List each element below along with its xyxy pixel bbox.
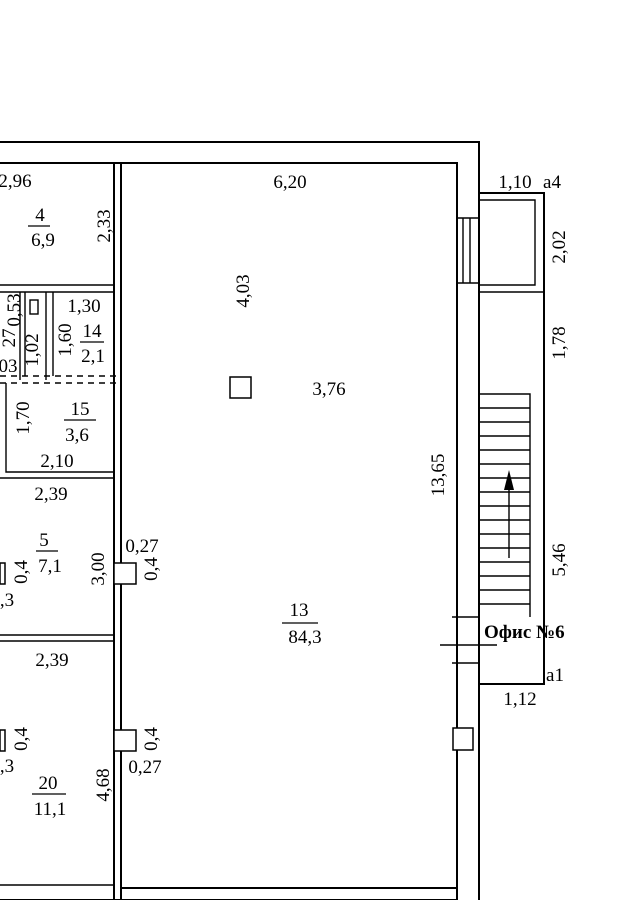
dim-label: 0,4: [11, 560, 32, 584]
dim-label: 0,53: [4, 293, 25, 326]
dim-label: 2,02: [549, 230, 570, 263]
dim-label: 5,46: [549, 543, 570, 576]
columns: [0, 376, 474, 752]
room-area: 7,1: [38, 556, 62, 577]
room-area: 84,3: [288, 627, 321, 648]
room-number: 20: [39, 773, 58, 794]
dim-label: 0,4: [141, 727, 162, 751]
room-area: 11,1: [34, 799, 67, 820]
dim-label: 3,00: [88, 552, 109, 585]
dim-label: ,3: [0, 590, 14, 611]
stair-annex: [440, 192, 545, 685]
room-20: 20 11,1: [32, 773, 66, 820]
dim-label: 2,39: [34, 484, 67, 505]
dim-label: 0,27: [128, 757, 161, 778]
room-14: 14 2,1: [80, 321, 105, 367]
dim-label: 1,78: [549, 326, 570, 359]
room-number: 13: [290, 600, 309, 621]
dim-label: a4: [543, 172, 561, 193]
dim-label: 2,10: [40, 451, 73, 472]
office-label: Офис №6: [484, 622, 565, 643]
dim-label: 2,96: [0, 171, 32, 192]
room-area: 3,6: [65, 425, 89, 446]
dim-label: 4,68: [93, 768, 114, 801]
room-number: 14: [83, 321, 103, 342]
dim-label: 2,39: [35, 650, 68, 671]
room-15: 15 3,6: [64, 399, 96, 446]
room-number: 15: [71, 399, 90, 420]
dimensions-horizontal: 2,96 6,20 1,10 a4 1,30 03 3,76 2,10 2,39…: [0, 171, 564, 778]
dim-label: 1,70: [13, 401, 34, 434]
dim-label: a1: [546, 665, 564, 686]
room-number: 5: [39, 530, 49, 551]
dim-label: 1,10: [498, 172, 531, 193]
room-area: 2,1: [81, 346, 105, 367]
outer-walls: [0, 141, 480, 900]
room-number: 4: [35, 205, 45, 226]
dim-label: 4,03: [233, 274, 254, 307]
dim-label: ,3: [0, 756, 14, 777]
room-5: 5 7,1: [36, 530, 62, 577]
dim-label: 03: [0, 356, 18, 377]
stair-arrow-head: [504, 470, 514, 490]
dim-label: 0,4: [141, 557, 162, 581]
dim-label: 0,4: [11, 727, 32, 751]
room-area: 6,9: [31, 230, 55, 251]
dimensions-vertical: 2,33 4,03 2,02 0,53 27 1,02 1,60 1,78 1,…: [0, 209, 570, 801]
dim-label: 3,76: [312, 379, 345, 400]
dim-label: 1,30: [67, 296, 100, 317]
dim-label: 1,60: [55, 323, 76, 356]
dim-label: 1,02: [22, 333, 43, 366]
left-rooms: [0, 284, 118, 886]
dim-label: 0,27: [125, 536, 158, 557]
dim-label: 27: [0, 329, 20, 348]
dim-label: 6,20: [273, 172, 306, 193]
room-13: 13 84,3: [282, 600, 322, 648]
stair-steps: [479, 407, 530, 605]
dim-label: 2,33: [94, 209, 115, 242]
dim-label: 1,12: [503, 689, 536, 710]
room-4: 4 6,9: [28, 205, 55, 251]
dim-label: 13,65: [428, 454, 449, 497]
